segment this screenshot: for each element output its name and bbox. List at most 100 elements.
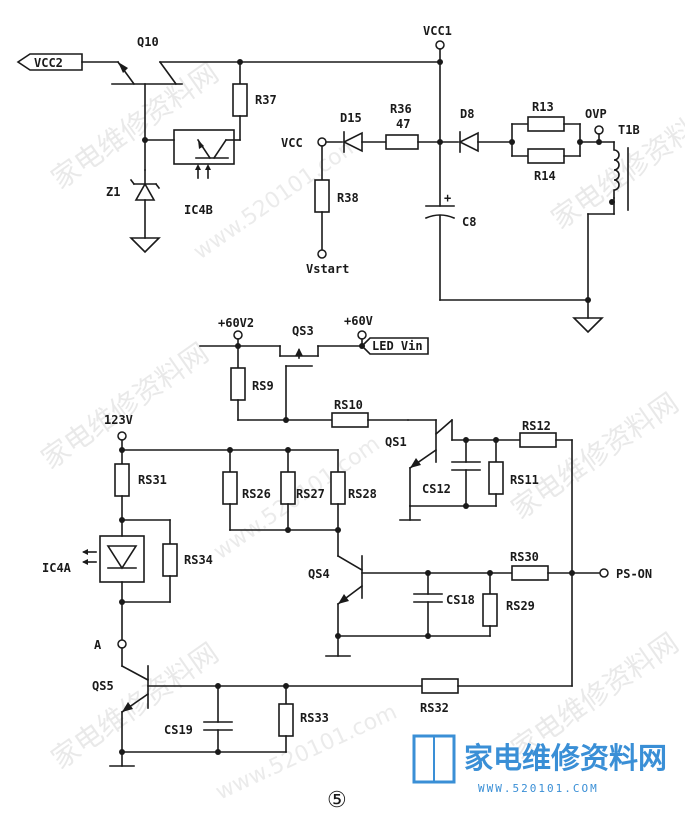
- ic4a-label: IC4A: [42, 561, 72, 575]
- r36-label: R36: [390, 102, 412, 116]
- rs30-resistor: [511, 565, 549, 581]
- vcc1-terminal: [435, 40, 445, 50]
- qs5-label: QS5: [92, 679, 114, 693]
- v60v2-label: +60V2: [218, 316, 254, 330]
- r38-resistor: [314, 179, 330, 213]
- rs31-resistor: [114, 463, 130, 497]
- d8-diode: [458, 131, 479, 153]
- r37-resistor: [232, 83, 248, 117]
- led-vin-terminal: [360, 337, 429, 355]
- junction: [425, 633, 431, 639]
- junction: [283, 417, 289, 423]
- rs31-label: RS31: [138, 473, 167, 487]
- vcc1-label: VCC1: [423, 24, 452, 38]
- r38-label: R38: [337, 191, 359, 205]
- rs28-resistor: [330, 471, 346, 505]
- led-vin-label: LED Vin: [372, 339, 423, 353]
- t1b-label: T1B: [618, 123, 640, 137]
- r14-resistor: [527, 148, 565, 164]
- junction: [596, 139, 602, 145]
- ground-symbol: [572, 317, 604, 334]
- junction: [119, 599, 125, 605]
- qs4-transistor: [336, 554, 513, 606]
- ps-on-terminal: [599, 568, 609, 578]
- rs34-resistor: [162, 543, 178, 577]
- rs33-resistor: [278, 703, 294, 737]
- rs26-resistor: [222, 471, 238, 505]
- cs12-label: CS12: [422, 482, 451, 496]
- ic4a-led: [82, 535, 145, 583]
- vstart-terminal: [317, 249, 327, 259]
- cs19-label: CS19: [164, 723, 193, 737]
- rs9-label: RS9: [252, 379, 274, 393]
- rs27-label: RS27: [296, 487, 325, 501]
- c8-plus-sign: +: [444, 191, 451, 205]
- qs4-label: QS4: [308, 567, 330, 581]
- vcc-label: VCC: [281, 136, 303, 150]
- r36-resistor: [385, 134, 419, 150]
- site-logo: 家电维修资料网 WWW.520101.COM: [412, 734, 667, 795]
- r14-label: R14: [534, 169, 556, 183]
- v60v-label: +60V: [344, 314, 373, 328]
- cs18-label: CS18: [446, 593, 475, 607]
- v123-label: 123V: [104, 413, 133, 427]
- rs28-label: RS28: [348, 487, 377, 501]
- rs27-resistor: [280, 471, 296, 505]
- logo-url: WWW.520101.COM: [478, 782, 599, 795]
- rs10-label: RS10: [334, 398, 363, 412]
- junction: [463, 503, 469, 509]
- rs9-resistor: [230, 367, 246, 401]
- junction: [119, 749, 125, 755]
- ovp-label: OVP: [585, 107, 607, 121]
- junction: [437, 139, 443, 145]
- qs1-label: QS1: [385, 435, 407, 449]
- ps-on-label: PS-ON: [616, 567, 652, 581]
- junction: [235, 343, 241, 349]
- junction: [585, 297, 591, 303]
- q10-label: Q10: [137, 35, 159, 49]
- rs32-resistor: [421, 678, 459, 694]
- vstart-label: Vstart: [306, 262, 349, 276]
- rs12-label: RS12: [522, 419, 551, 433]
- watermark-text: 家电维修资料网: [545, 96, 685, 235]
- rs26-label: RS26: [242, 487, 271, 501]
- v123-terminal: [117, 431, 127, 441]
- vcc-terminal: [317, 137, 327, 147]
- rs33-label: RS33: [300, 711, 329, 725]
- r36-value: 47: [396, 117, 410, 131]
- rs11-resistor: [488, 461, 504, 495]
- rs30-label: RS30: [510, 550, 539, 564]
- ovp-terminal: [594, 125, 604, 135]
- watermark-text: 家电维修资料网: [45, 636, 224, 775]
- vcc2-label: VCC2: [34, 56, 63, 70]
- v60v2-terminal: [233, 330, 243, 340]
- rs34-label: RS34: [184, 553, 213, 567]
- junction: [577, 139, 583, 145]
- z1-label: Z1: [106, 185, 120, 199]
- ic4b-label: IC4B: [184, 203, 213, 217]
- junction: [437, 59, 443, 65]
- ic4b-phototransistor: [173, 129, 235, 179]
- rs32-label: RS32: [420, 701, 449, 715]
- junction: [119, 447, 125, 453]
- watermark-layer: 家电维修资料网 www.520101.com 家电维修资料网 家电维修资料网 w…: [35, 56, 685, 805]
- qs3-label: QS3: [292, 324, 314, 338]
- r37-label: R37: [255, 93, 277, 107]
- junction: [569, 570, 575, 576]
- node-a-label: A: [94, 638, 102, 652]
- d8-label: D8: [460, 107, 474, 121]
- junction: [215, 749, 221, 755]
- junction: [335, 527, 341, 533]
- junction: [285, 527, 291, 533]
- q10-transistor: [111, 60, 183, 86]
- rs29-resistor: [482, 593, 498, 627]
- v60v-terminal: [357, 330, 367, 340]
- rs12-resistor: [519, 432, 557, 448]
- c8-label: C8: [462, 215, 476, 229]
- r13-resistor: [527, 116, 565, 132]
- node-a-terminal: [117, 639, 127, 649]
- junction: [142, 137, 148, 143]
- d15-label: D15: [340, 111, 362, 125]
